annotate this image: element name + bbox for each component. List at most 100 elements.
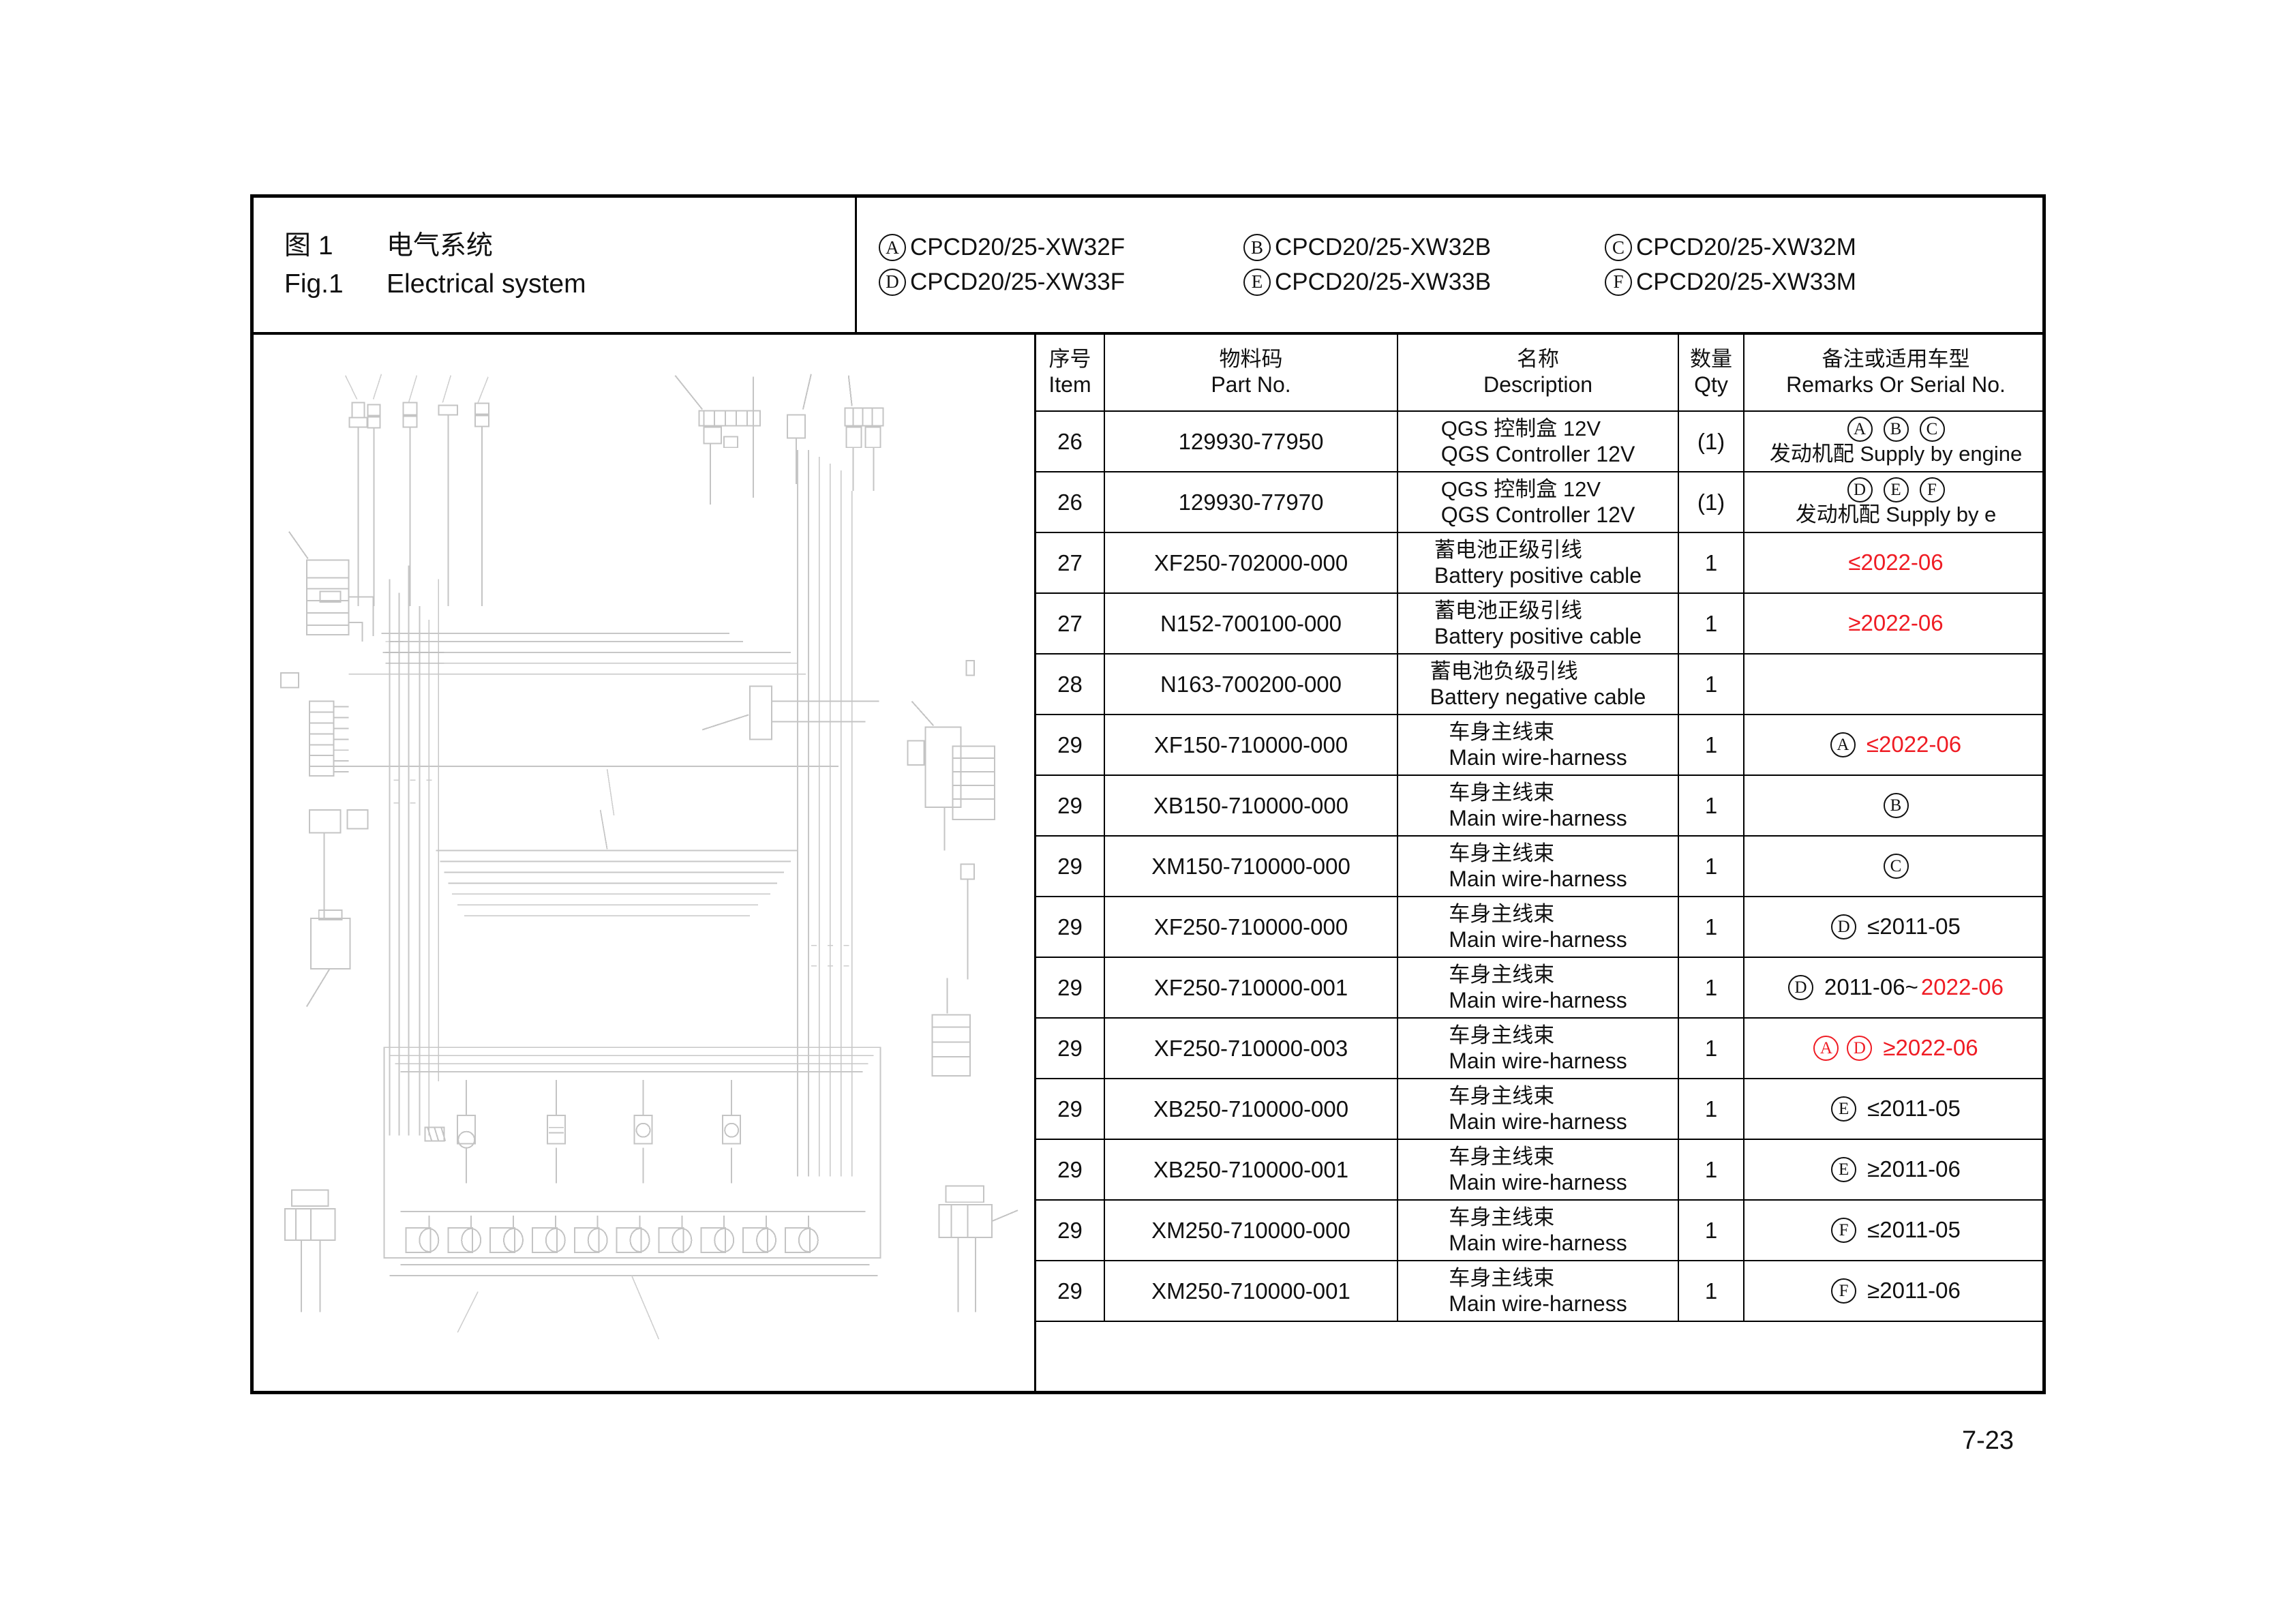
header-zh: 物料码 [1219,347,1283,372]
circled-letter-icon: F [1605,268,1632,296]
cell-qty: 1 [1678,836,1744,897]
cell-qty: 1 [1678,957,1744,1019]
cell-part-no: XM150-710000-000 [1104,836,1398,897]
cell-part-no: XB150-710000-000 [1104,775,1398,837]
cell-item: 29 [1036,775,1105,837]
cell-item: 29 [1036,836,1105,897]
cell-item: 29 [1036,1200,1105,1261]
header-en: Remarks Or Serial No. [1786,372,2006,397]
description-zh: 蓄电池正级引线 [1434,537,1582,562]
model-entry: A CPCD20/25-XW32F [879,230,1243,265]
remark-text: 发动机配 Supply by engine [1769,441,2023,466]
model-name: CPCD20/25-XW32B [1275,234,1492,261]
cell-item: 27 [1036,532,1105,594]
circled-letter-icon: F [1919,477,1945,502]
column-header-description: 名称 Description [1397,335,1679,412]
cell-part-no: N152-700100-000 [1104,593,1398,655]
cell-qty: 1 [1678,897,1744,958]
description-zh: 车身主线束 [1449,1023,1555,1047]
remark-text: ≥2011-06 [1867,1278,1961,1304]
cell-part-no: N163-700200-000 [1104,654,1398,715]
model-name: CPCD20/25-XW32F [910,234,1126,261]
cell-qty: 1 [1678,1200,1744,1261]
column-header-remarks: 备注或适用车型 Remarks Or Serial No. [1743,335,2042,412]
description-en: Main wire-harness [1449,927,1627,952]
cell-item: 29 [1036,1139,1105,1201]
circled-letter-icon: B [1883,793,1909,818]
cell-qty: 1 [1678,1018,1744,1079]
description-en: Main wire-harness [1449,987,1627,1012]
description-en: Battery negative cable [1430,684,1646,709]
description-en: Battery positive cable [1434,562,1642,588]
remark-text: ≥2022-06 [1848,610,1944,636]
model-name: CPCD20/25-XW33M [1636,268,1856,295]
cell-remarks: ≤2022-06 [1743,532,2042,594]
parts-table: 序号 Item 物料码 Part No. 名称 Description [1036,335,2042,1322]
cell-part-no: XF250-702000-000 [1104,532,1398,594]
circled-letter-icon: F [1831,1218,1857,1243]
cell-qty: (1) [1678,472,1744,533]
cell-part-no: XF150-710000-000 [1104,715,1398,776]
remark-text: ≥2011-06 [1867,1156,1961,1182]
model-entry: C CPCD20/25-XW32M [1605,230,1856,265]
header-zh: 备注或适用车型 [1822,347,1970,372]
description-en: QGS Controller 12V [1440,502,1635,527]
cell-part-no: XB250-710000-000 [1104,1079,1398,1140]
model-legend: A CPCD20/25-XW32F B CPCD20/25-XW32B C CP… [857,198,2042,332]
description-en: Main wire-harness [1449,1109,1627,1134]
model-entry: F CPCD20/25-XW33M [1605,265,1856,299]
column-header-part-no: 物料码 Part No. [1104,335,1398,412]
remark-text: 2011-06~ [1824,974,1918,1000]
model-entry: D CPCD20/25-XW33F [879,265,1243,299]
cell-remarks [1743,654,2042,715]
circled-letter-icon: A [1813,1036,1839,1061]
circled-letter-icon: E [1831,1096,1857,1122]
remark-text: ≤2022-06 [1848,550,1944,575]
remark-text: ≤2011-05 [1867,1096,1961,1122]
figure-name-zh: 电气系统 [387,231,494,261]
wiring-diagram-svg [280,374,1018,1340]
header-zh: 名称 [1517,347,1559,372]
circled-letter-icon: A [1830,732,1856,757]
description-en: Battery positive cable [1434,623,1642,648]
cell-remarks: A≤2022-06 [1743,715,2042,776]
description-en: Main wire-harness [1449,745,1627,770]
cell-qty: 1 [1678,654,1744,715]
cell-remarks: C [1743,836,2042,897]
cell-remarks: E ≤2011-05 [1743,1079,2042,1140]
remark-text-tail: 2022-06 [1920,974,2004,1000]
description-zh: 蓄电池正级引线 [1434,598,1582,622]
column-header-item: 序号 Item [1036,335,1105,412]
description-zh: 车身主线束 [1449,841,1555,865]
figure-title-block: 图 1 电气系统 Fig.1 Electrical system [254,198,857,332]
model-legend-row: A CPCD20/25-XW32F B CPCD20/25-XW32B C CP… [879,230,2042,265]
cell-remarks: F≤2011-05 [1743,1200,2042,1261]
cell-part-no: XF250-710000-003 [1104,1018,1398,1079]
model-name: CPCD20/25-XW33B [1275,268,1492,295]
cell-qty: 1 [1678,593,1744,655]
cell-part-no: 129930-77950 [1104,411,1398,472]
circled-letter-icon: E [1831,1157,1857,1182]
circled-letter-icon: D [1847,1036,1873,1061]
header-zh: 序号 [1048,347,1091,372]
description-zh: 车身主线束 [1449,1083,1555,1108]
model-name: CPCD20/25-XW32M [1636,234,1856,261]
cell-item: 29 [1036,1261,1105,1322]
cell-item: 26 [1036,472,1105,533]
description-zh: 车身主线束 [1449,1144,1555,1169]
remark-text: ≤2011-05 [1867,914,1961,939]
cell-qty: 1 [1678,1139,1744,1201]
